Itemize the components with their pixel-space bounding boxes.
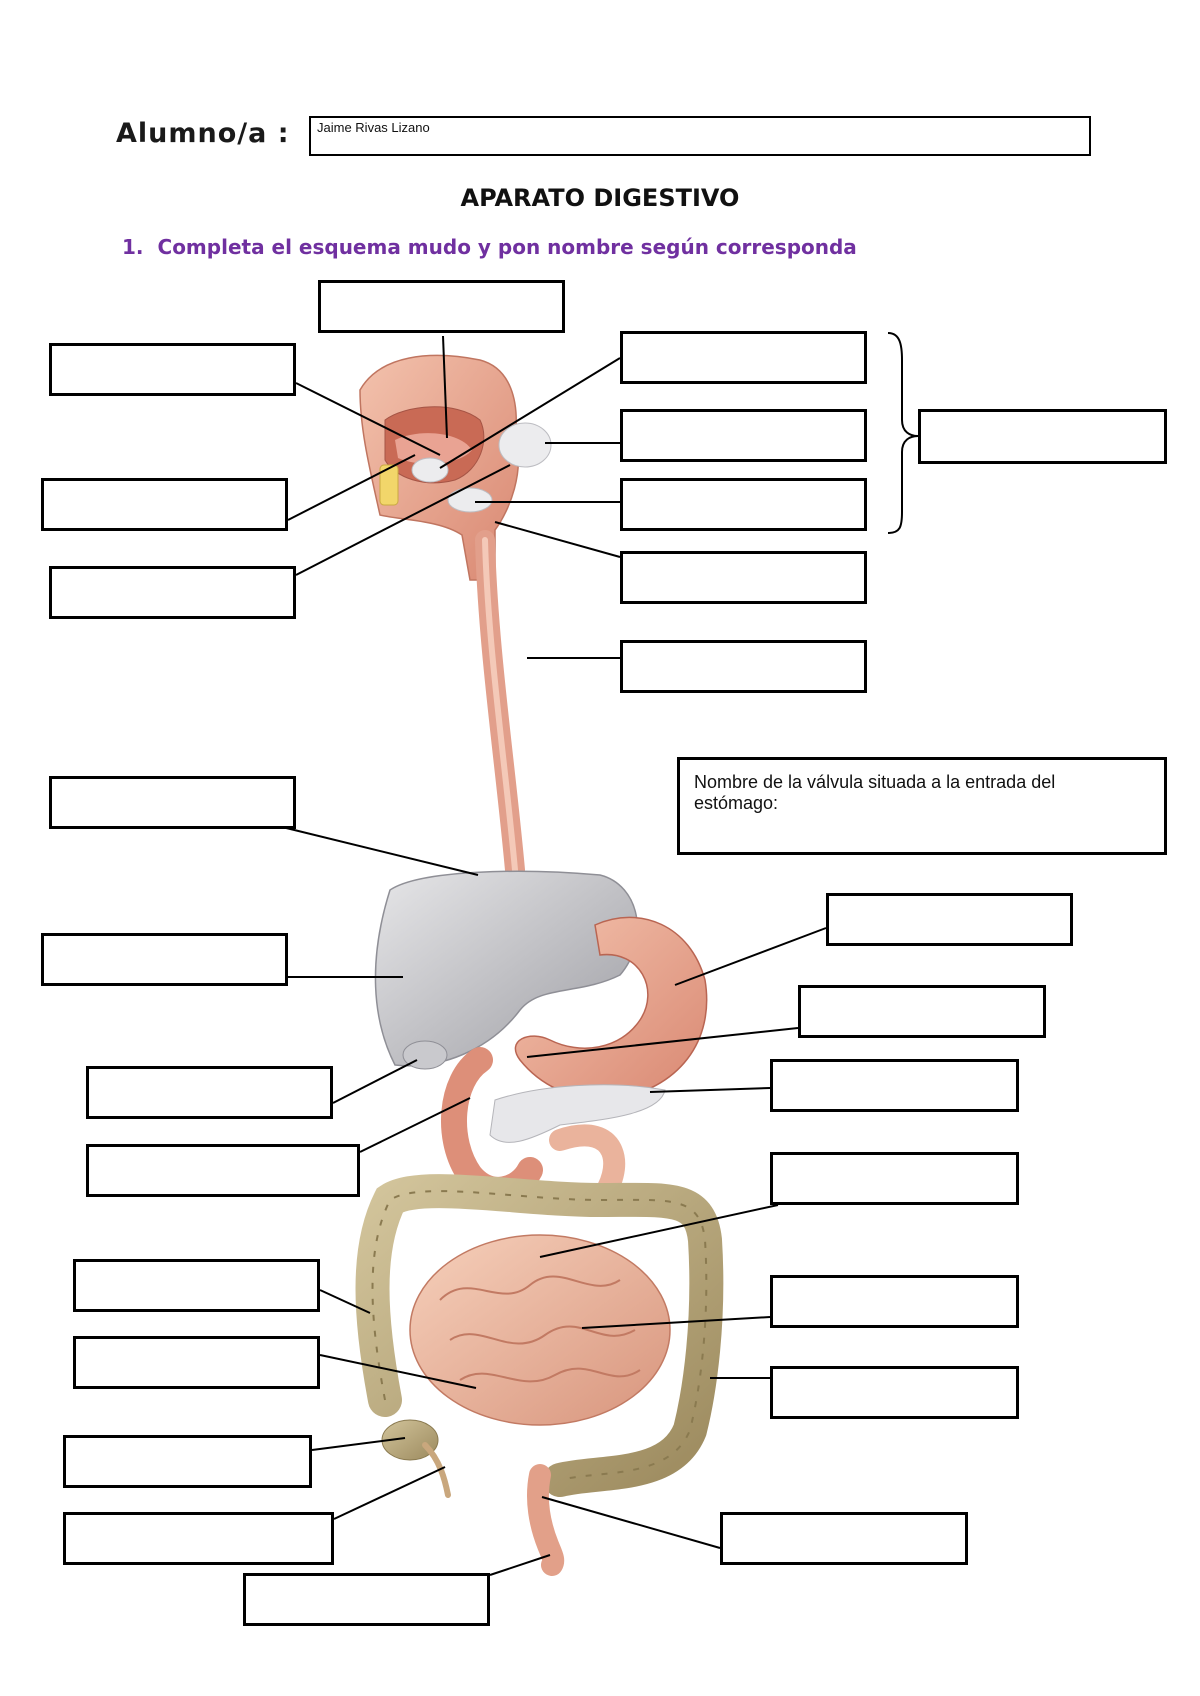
label-box-pancreas[interactable] — [770, 1059, 1019, 1112]
glands-bracket — [887, 332, 919, 534]
label-box-palate[interactable] — [620, 331, 867, 384]
label-box-small-intestine[interactable] — [770, 1275, 1019, 1328]
label-box-pharynx[interactable] — [620, 551, 867, 604]
student-label: Alumno/a : — [116, 118, 290, 149]
instruction-text: Completa el esquema mudo y pon nombre se… — [157, 235, 857, 259]
small-intestine-shape — [409, 1234, 671, 1426]
label-box-cecum[interactable] — [63, 1435, 312, 1488]
page-title: APARATO DIGESTIVO — [460, 184, 740, 212]
label-box-transverse-colon[interactable] — [770, 1152, 1019, 1205]
label-box-duodenum[interactable] — [86, 1144, 360, 1197]
student-name-value: Jaime Rivas Lizano — [317, 120, 430, 135]
label-box-lips-tongue[interactable] — [49, 343, 296, 396]
head-region — [359, 354, 552, 581]
label-box-diaphragm[interactable] — [49, 776, 296, 829]
label-box-ileum[interactable] — [73, 1336, 320, 1389]
label-box-parotid[interactable] — [620, 409, 867, 462]
label-box-rectum[interactable] — [720, 1512, 968, 1565]
label-box-top[interactable] — [318, 280, 565, 333]
pancreas-shape — [489, 1084, 666, 1143]
label-box-liver[interactable] — [41, 933, 288, 986]
valve-question-text: Nombre de la válvula situada a la entrad… — [694, 772, 1056, 813]
label-box-pylorus[interactable] — [798, 985, 1046, 1038]
label-box-anus[interactable] — [243, 1573, 490, 1626]
label-box-ascending-colon[interactable] — [73, 1259, 320, 1312]
appendix-shape — [422, 1442, 451, 1498]
label-box-appendix[interactable] — [63, 1512, 334, 1565]
instruction-number: 1. — [122, 235, 144, 259]
label-box-sublingual[interactable] — [620, 478, 867, 531]
leader-lines — [277, 335, 827, 1576]
label-box-descending-colon[interactable] — [770, 1366, 1019, 1419]
label-box-stomach[interactable] — [826, 893, 1073, 946]
valve-question-box[interactable]: Nombre de la válvula situada a la entrad… — [677, 757, 1167, 855]
label-box-teeth[interactable] — [41, 478, 288, 531]
liver-shape — [374, 870, 639, 1067]
rectum-shape — [527, 1464, 565, 1576]
stomach-shape — [514, 916, 708, 1101]
label-box-glands-group[interactable] — [918, 409, 1167, 464]
label-box-esophagus[interactable] — [620, 640, 867, 693]
instruction: 1. Completa el esquema mudo y pon nombre … — [122, 235, 857, 259]
label-box-gallbladder[interactable] — [86, 1066, 333, 1119]
student-name-field[interactable]: Jaime Rivas Lizano — [309, 116, 1091, 156]
label-box-mouth-lower[interactable] — [49, 566, 296, 619]
